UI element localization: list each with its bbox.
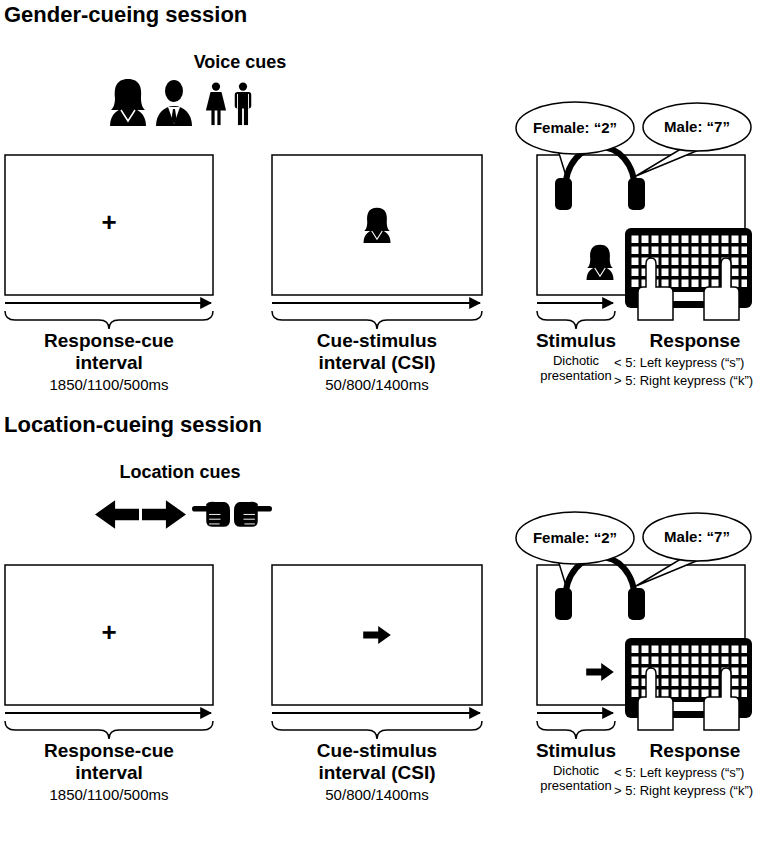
female-figure-icon <box>206 82 226 125</box>
right-arrow-icon <box>142 500 186 529</box>
phase-note: Dichotic presentation <box>526 764 626 794</box>
session-panel <box>5 147 752 329</box>
male-bust-icon <box>156 80 192 126</box>
male-figure-icon <box>235 82 252 125</box>
bubble-text: Male: “7” <box>664 119 730 136</box>
cue-heading: Voice cues <box>130 52 350 73</box>
left-arrow-icon <box>95 500 139 529</box>
bubble-text: Female: “2” <box>533 530 617 547</box>
phase-note: Dichotic presentation <box>526 354 626 384</box>
speech-bubble: Male: “7” <box>642 512 752 562</box>
phase-label: Cue-stimulus interval (CSI) <box>297 740 457 784</box>
female-bust-icon <box>110 79 146 126</box>
phase-label: Stimulus <box>526 330 626 352</box>
timing-value: 1850/1100/500ms <box>24 786 194 803</box>
session-panel <box>5 557 752 739</box>
response-rule: > 5: Right keypress (“k”) <box>614 374 762 389</box>
response-rule: < 5: Left keypress (“s”) <box>614 356 762 371</box>
response-rule: > 5: Right keypress (“k”) <box>614 784 762 799</box>
voice-cue-icon <box>587 245 614 280</box>
bubble-text: Male: “7” <box>664 529 730 546</box>
pointing-hand-icon <box>192 502 230 527</box>
timing-value: 50/800/1400ms <box>297 376 457 393</box>
cue-heading: Location cues <box>70 462 290 483</box>
section-title: Location-cueing session <box>4 412 404 437</box>
pointing-hand-icon <box>234 502 272 527</box>
phase-label: Cue-stimulus interval (CSI) <box>297 330 457 374</box>
phase-label: Response <box>640 740 750 762</box>
location-cue-icon <box>363 626 391 644</box>
phase-label: Response-cue interval <box>34 740 184 784</box>
section-title: Gender-cueing session <box>4 2 404 27</box>
phase-label: Response-cue interval <box>34 330 184 374</box>
response-rule: < 5: Left keypress (“s”) <box>614 766 762 781</box>
fixation-cross: + <box>79 618 139 648</box>
fixation-cross: + <box>79 208 139 238</box>
phase-label: Stimulus <box>526 740 626 762</box>
voice-cue-icon <box>364 208 391 243</box>
phase-label: Response <box>640 330 750 352</box>
timing-value: 1850/1100/500ms <box>24 376 194 393</box>
location-cue-icon <box>586 663 614 681</box>
speech-bubble: Female: “2” <box>515 511 635 565</box>
speech-bubble: Male: “7” <box>642 102 752 152</box>
timing-value: 50/800/1400ms <box>297 786 457 803</box>
speech-bubble: Female: “2” <box>515 101 635 155</box>
bubble-text: Female: “2” <box>533 120 617 137</box>
